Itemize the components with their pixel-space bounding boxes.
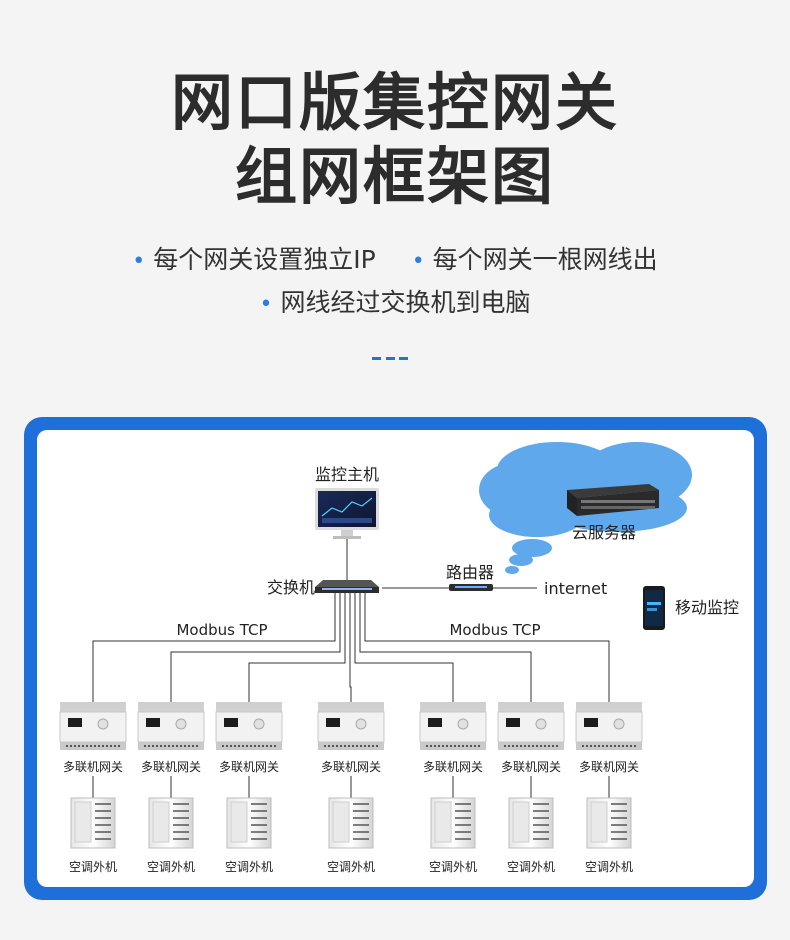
gateway-label: 多联机网关 xyxy=(321,760,381,774)
gateway-link xyxy=(170,593,341,702)
internet-label: internet xyxy=(544,579,607,598)
router-label: 路由器 xyxy=(446,563,494,582)
switch-icon xyxy=(315,580,379,593)
gateway-top xyxy=(576,702,642,712)
outdoor-label: 空调外机 xyxy=(225,860,273,874)
gateway-button xyxy=(535,718,547,730)
gateway-link xyxy=(364,593,610,702)
bullet-text: 每个网关设置独立IP xyxy=(153,245,376,274)
bullet-row-1: • 每个网关设置独立IP • 每个网关一根网线出 xyxy=(0,240,790,276)
gateway-terminals xyxy=(576,742,642,750)
bullet-row-2: • 网线经过交换机到电脑 xyxy=(0,283,790,319)
gateway-screen xyxy=(146,718,160,727)
outdoor-panel xyxy=(152,801,170,843)
gateway-button xyxy=(97,718,109,730)
gateway-link xyxy=(359,593,532,702)
bullet-text: 网线经过交换机到电脑 xyxy=(280,288,531,317)
mobile-label: 移动监控 xyxy=(675,598,739,617)
page-subtitle: 组网框架图 xyxy=(234,140,555,213)
gateway-terminals xyxy=(216,742,282,750)
outdoor-label: 空调外机 xyxy=(69,860,117,874)
gateway-link xyxy=(349,593,352,702)
monitor-label: 监控主机 xyxy=(315,465,379,484)
gateway-body xyxy=(317,711,385,743)
gateway-label: 多联机网关 xyxy=(579,760,639,774)
diagram-frame: 云服务器 监控主机 移动监控 xyxy=(24,417,767,900)
outdoor-panel xyxy=(230,801,248,843)
gateway-screen xyxy=(506,718,520,727)
gateway-label: 多联机网关 xyxy=(423,760,483,774)
modbus-label-left: Modbus TCP xyxy=(176,621,267,639)
outdoor-panel xyxy=(74,801,92,843)
gateway-top xyxy=(138,702,204,712)
gateway-link xyxy=(354,593,454,702)
cloud-label: 云服务器 xyxy=(572,523,636,542)
cloud-shape xyxy=(479,442,692,574)
diagram-panel: 云服务器 监控主机 移动监控 xyxy=(37,430,754,887)
phone-icon xyxy=(643,586,665,630)
outdoor-panel xyxy=(332,801,350,843)
section-divider xyxy=(372,357,408,361)
outdoor-panel xyxy=(434,801,452,843)
gateway-button xyxy=(613,718,625,730)
bullet-item: • 网线经过交换机到电脑 xyxy=(260,283,531,319)
gateway-screen xyxy=(584,718,598,727)
gateway-button xyxy=(457,718,469,730)
gateway-screen xyxy=(428,718,442,727)
modbus-label-right: Modbus TCP xyxy=(449,621,540,639)
page-title: 网口版集控网关 xyxy=(170,66,619,139)
gateway-screen xyxy=(68,718,82,727)
router-icon xyxy=(449,584,493,591)
bullet-item: • 每个网关设置独立IP xyxy=(132,240,375,276)
bullet-dot-icon: • xyxy=(259,292,273,317)
gateway-button xyxy=(253,718,265,730)
server-icon xyxy=(567,484,659,516)
gateway-terminals xyxy=(498,742,564,750)
monitor-icon xyxy=(315,488,379,539)
gateway-screen xyxy=(224,718,238,727)
outdoor-panel xyxy=(512,801,530,843)
gateway-label: 多联机网关 xyxy=(63,760,123,774)
gateway-screen xyxy=(326,718,340,727)
gateway-label: 多联机网关 xyxy=(141,760,201,774)
switch-label: 交换机 xyxy=(267,578,315,597)
bullet-dot-icon: • xyxy=(132,249,146,274)
gateway-terminals xyxy=(318,742,384,750)
outdoor-label: 空调外机 xyxy=(585,860,633,874)
outdoor-label: 空调外机 xyxy=(327,860,375,874)
outdoor-label: 空调外机 xyxy=(147,860,195,874)
gateway-top xyxy=(60,702,126,712)
outdoor-label: 空调外机 xyxy=(429,860,477,874)
bullet-dot-icon: • xyxy=(411,249,425,274)
network-diagram: 云服务器 监控主机 移动监控 xyxy=(59,442,739,874)
gateway-terminals xyxy=(138,742,204,750)
gateway-terminals xyxy=(60,742,126,750)
gateway-link xyxy=(248,593,346,702)
gateway-top xyxy=(318,702,384,712)
gateway-button xyxy=(355,718,367,730)
gateway-top xyxy=(216,702,282,712)
gateway-link xyxy=(92,593,336,702)
gateway-terminals xyxy=(420,742,486,750)
gateway-top xyxy=(420,702,486,712)
gateway-body xyxy=(137,711,205,743)
bullet-text: 每个网关一根网线出 xyxy=(432,245,658,274)
gateway-button xyxy=(175,718,187,730)
gateway-top xyxy=(498,702,564,712)
outdoor-label: 空调外机 xyxy=(507,860,555,874)
outdoor-panel xyxy=(590,801,608,843)
bullet-item: • 每个网关一根网线出 xyxy=(412,240,658,276)
gateway-label: 多联机网关 xyxy=(219,760,279,774)
gateway-label: 多联机网关 xyxy=(501,760,561,774)
